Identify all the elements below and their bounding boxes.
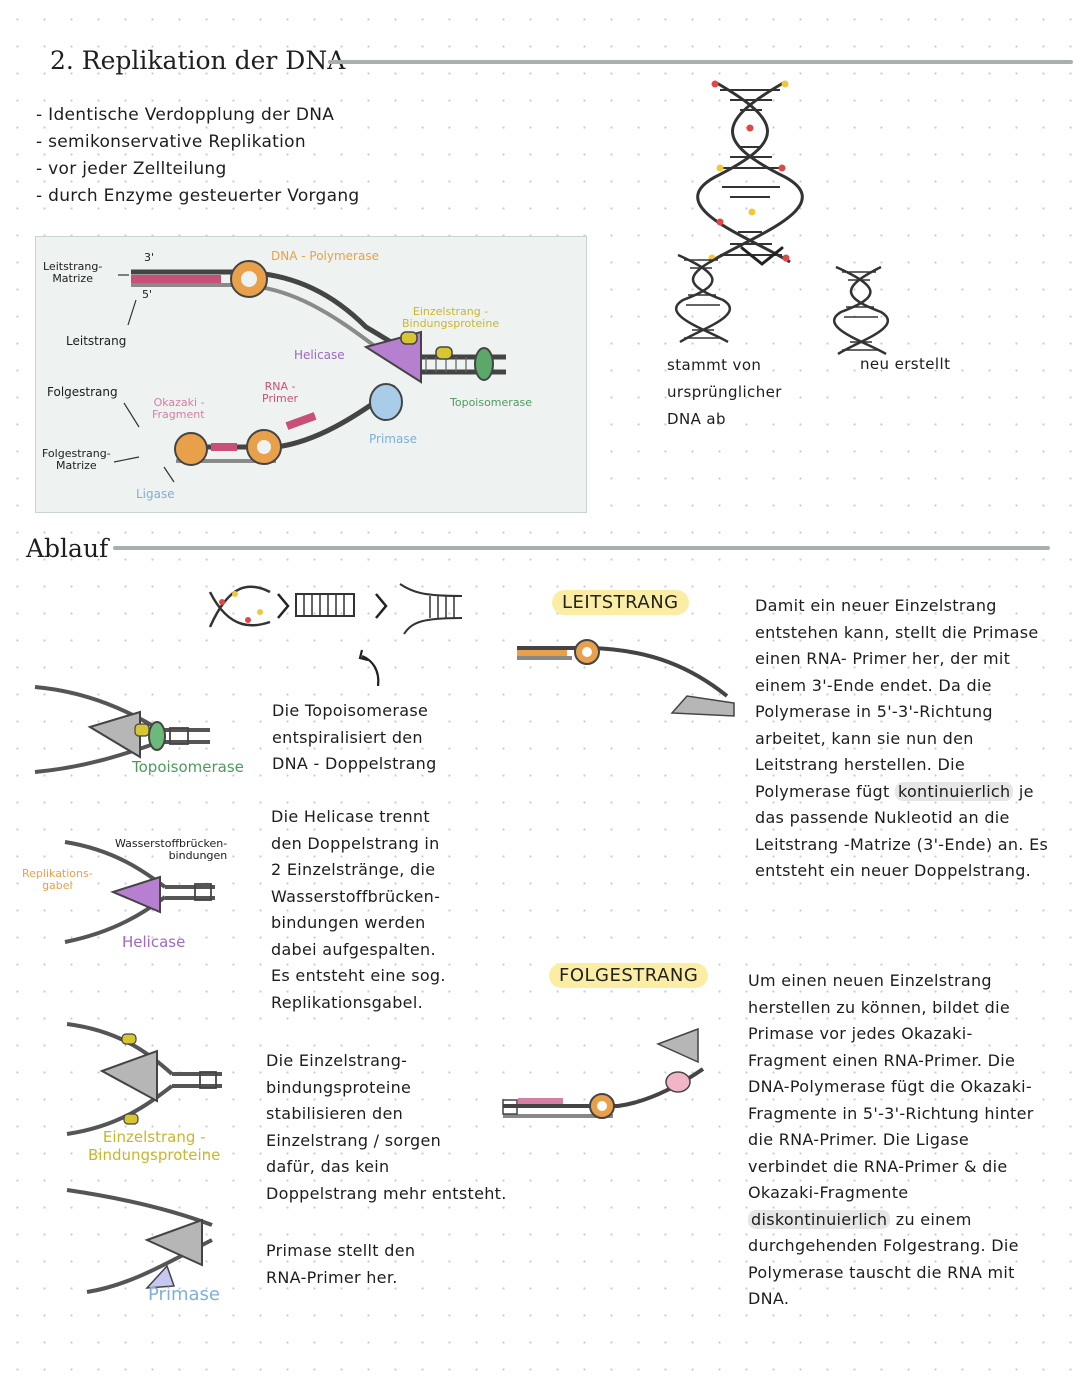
- primase-label: Primase: [148, 1284, 220, 1305]
- chevron-down-icon: [738, 244, 786, 268]
- ssb-label: Einzelstrang - Bindungsproteine: [88, 1128, 220, 1164]
- label-helicase: Helicase: [294, 349, 345, 362]
- replikationsgabel-label: Replikations- gabel: [22, 868, 93, 892]
- topoisomerase-label: Topoisomerase: [132, 758, 244, 776]
- leitstrang-text: Damit ein neuer Einzelstrang entstehen k…: [755, 593, 1055, 885]
- diskontinuierlich-highlight: diskontinuierlich: [748, 1210, 890, 1229]
- ssb-step-diagram: [62, 1016, 232, 1141]
- folgestrang-badge: FOLGESTRANG: [549, 963, 708, 988]
- primase-text: Primase stellt den RNA-Primer her.: [266, 1238, 415, 1291]
- replication-fork-figure: Leitstrang- Matrize Leitstrang Folgestra…: [35, 236, 587, 513]
- replication-fork-diagram: [36, 237, 586, 512]
- topoisomerase-text: Die Topoisomerase entspiralisiert den DN…: [272, 698, 437, 778]
- section-title-replikation: 2. Replikation der DNA: [50, 46, 345, 75]
- semiconservative-right-caption: neu erstellt: [860, 355, 950, 373]
- bullet-item: vor jeder Zellteilung: [36, 156, 360, 183]
- dna-helix-illustration: [690, 72, 820, 272]
- helicase-text: Die Helicase trennt den Doppelstrang in …: [271, 804, 446, 1016]
- semiconservative-left-caption: stammt von ursprünglicher DNA ab: [667, 352, 782, 433]
- helicase-label: Helicase: [122, 933, 185, 951]
- bullet-item: Identische Verdopplung der DNA: [36, 102, 360, 129]
- label-primase: Primase: [369, 433, 417, 446]
- label-ligase: Ligase: [136, 488, 175, 501]
- leitstrang-diagram: [512, 628, 742, 718]
- label-folgestrang: Folgestrang: [47, 386, 118, 399]
- kontinuierlich-highlight: kontinuierlich: [895, 782, 1014, 801]
- leitstrang-badge: LEITSTRANG: [552, 590, 689, 615]
- title-rule: [328, 60, 1073, 64]
- ssb-text: Die Einzelstrang- bindungsproteine stabi…: [266, 1048, 507, 1207]
- intro-bullet-list: Identische Verdopplung der DNA semikonse…: [36, 102, 360, 210]
- label-dna-polymerase: DNA - Polymerase: [271, 250, 379, 263]
- label-folgestrang-matrize: Folgestrang- Matrize: [42, 448, 111, 472]
- curved-arrow-icon: [358, 648, 388, 688]
- unwinding-sequence-diagram: [200, 572, 470, 642]
- label-topoisomerase: Topoisomerase: [450, 397, 532, 409]
- primase-step-diagram: [62, 1180, 222, 1300]
- dna-helix-new-icon: [826, 262, 896, 357]
- bullet-item: durch Enzyme gesteuerter Vorgang: [36, 183, 360, 210]
- prime-5-label: 5': [142, 289, 152, 301]
- label-okazaki: Okazaki - Fragment: [152, 397, 205, 421]
- prime-3-label: 3': [144, 252, 154, 264]
- label-leitstrang-matrize: Leitstrang- Matrize: [43, 261, 102, 285]
- label-einzelstrang-bp: Einzelstrang - Bindungsproteine: [402, 306, 499, 330]
- folgestrang-diagram: [498, 1024, 713, 1124]
- leitstrang-text-1: Damit ein neuer Einzelstrang entstehen k…: [755, 596, 1039, 801]
- ablauf-rule: [113, 546, 1050, 550]
- dna-helix-old-icon: [668, 250, 738, 345]
- folgestrang-text-1: Um einen neuen Einzelstrang herstellen z…: [748, 971, 1034, 1202]
- label-rna-primer: RNA - Primer: [262, 381, 298, 405]
- wasserstoffbruecken-label: Wasserstoffbrücken- bindungen: [115, 838, 227, 862]
- bullet-item: semikonservative Replikation: [36, 129, 360, 156]
- label-leitstrang: Leitstrang: [66, 335, 126, 348]
- folgestrang-text: Um einen neuen Einzelstrang herstellen z…: [748, 968, 1048, 1313]
- section-title-ablauf: Ablauf: [26, 534, 108, 563]
